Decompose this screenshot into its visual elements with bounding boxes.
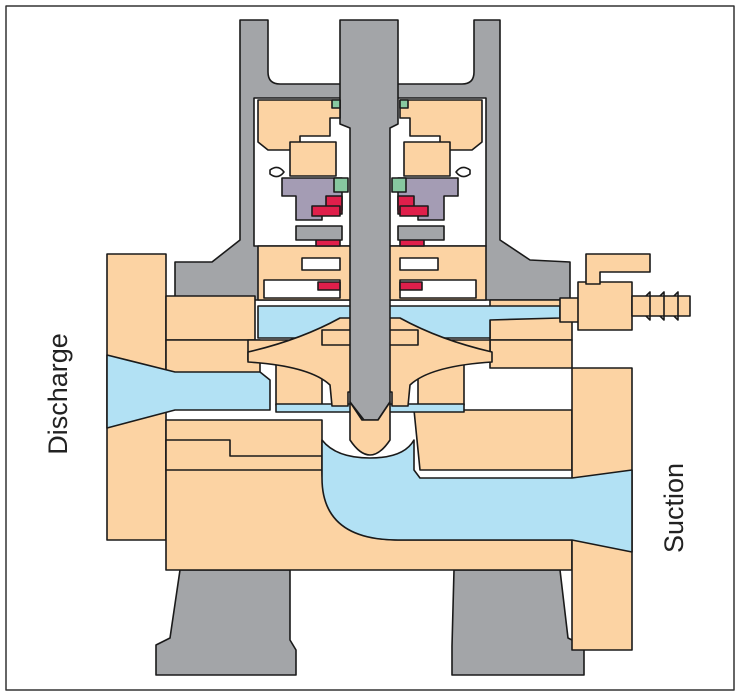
mechanical-seal-left	[257, 99, 349, 247]
seal-gland	[263, 257, 477, 299]
mechanical-seal-right	[391, 99, 483, 247]
shaft-tip	[349, 401, 391, 456]
liquid-discharge-channel	[106, 354, 271, 429]
liquid-suction-channel	[321, 439, 633, 553]
discharge-label: Discharge	[43, 333, 73, 455]
base-foot-right	[451, 569, 585, 676]
drain-valve	[559, 253, 691, 331]
hose-barb	[631, 295, 691, 317]
suction-label: Suction	[659, 463, 689, 553]
base-foot-left	[155, 569, 297, 676]
